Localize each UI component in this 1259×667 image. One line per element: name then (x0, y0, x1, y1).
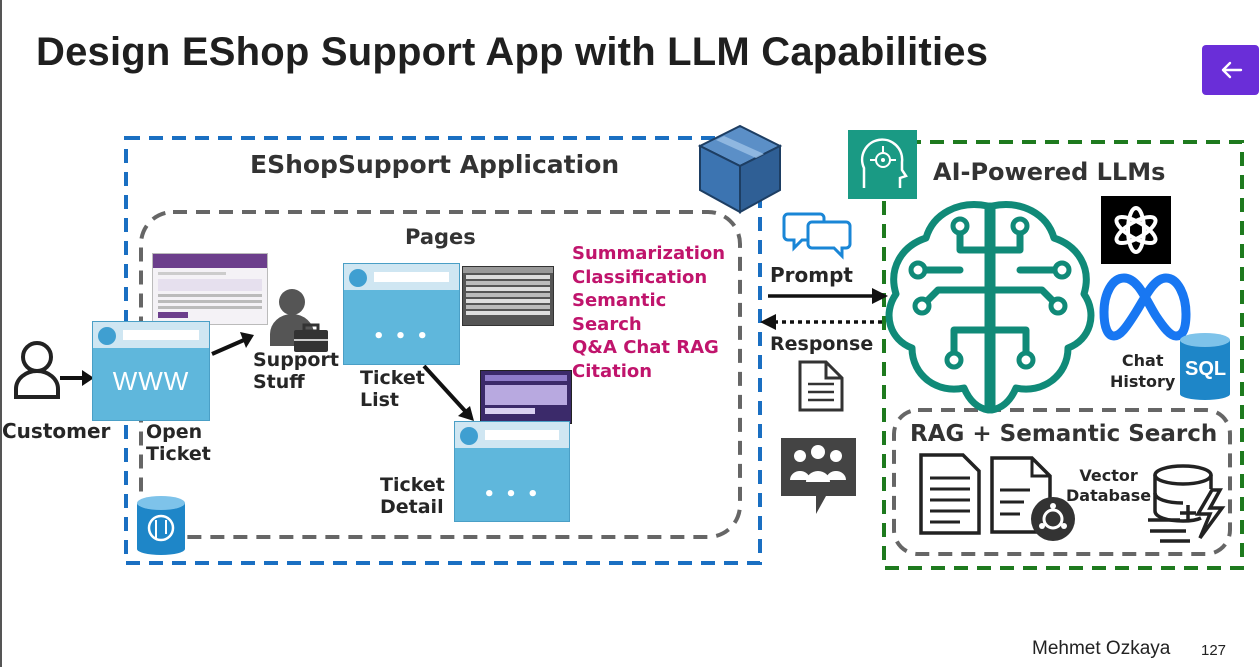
vector-database-icon (1148, 464, 1226, 543)
app-title: EShopSupport Application (250, 150, 620, 179)
llm-features-list: Summarization Classification Semantic Se… (572, 243, 726, 382)
group-chat-icon (781, 438, 856, 514)
back-circle-icon (460, 427, 478, 445)
llm-title: AI-Powered LLMs (933, 158, 1166, 186)
sql-badge: SQL (1185, 358, 1227, 380)
back-button[interactable] (1202, 45, 1259, 95)
ticket-list-window: • • • (343, 263, 460, 365)
open-ticket-browser-window: WWW (92, 321, 210, 421)
chat-bubbles-icon (782, 212, 852, 260)
ticket-detail-label: Ticket Detail (380, 474, 445, 518)
customer-person-icon (14, 341, 60, 399)
ticket-list-screenshot (462, 266, 554, 326)
rag-boundary (892, 408, 1232, 556)
openai-icon (1101, 196, 1171, 264)
ticket-detail-dots: • • • (483, 484, 541, 505)
author-name: Mehmet Ozkaya (1032, 638, 1171, 659)
document-icon (798, 360, 844, 412)
sql-db-icon (1180, 333, 1230, 400)
back-circle-icon (349, 269, 367, 287)
support-person-icon (270, 289, 328, 352)
ticket-detail-screenshot (480, 370, 572, 424)
document-search-icon (990, 456, 1075, 541)
customer-label: Customer (2, 419, 111, 443)
chat-history-label: Chat History (1110, 351, 1176, 391)
response-label: Response (770, 333, 874, 355)
page-number: 127 (1201, 642, 1227, 659)
ticket-list-dots: • • • (372, 326, 431, 347)
vector-database-label: Vector Database (1066, 466, 1152, 505)
open-ticket-label: Open Ticket (146, 421, 211, 465)
back-circle-icon (98, 327, 116, 345)
slide-title: Design EShop Support App with LLM Capabi… (36, 30, 989, 74)
ai-head-icon (848, 130, 917, 199)
ticket-detail-window: • • • (454, 421, 570, 522)
brain-nodes (908, 216, 1072, 370)
prompt-label: Prompt (770, 263, 853, 287)
support-stuff-label: Support Stuff (253, 349, 339, 393)
meta-icon (1099, 273, 1191, 341)
rag-title: RAG + Semantic Search (910, 421, 1218, 447)
support-dashboard-screenshot (152, 253, 268, 325)
ticket-list-label: Ticket List (360, 367, 425, 411)
www-label: WWW (112, 366, 190, 396)
pages-title: Pages (405, 225, 476, 249)
back-arrow-icon (1221, 61, 1242, 79)
document-lines-icon (919, 453, 981, 535)
postgres-db-icon (137, 496, 185, 555)
cube-icon (697, 124, 783, 214)
